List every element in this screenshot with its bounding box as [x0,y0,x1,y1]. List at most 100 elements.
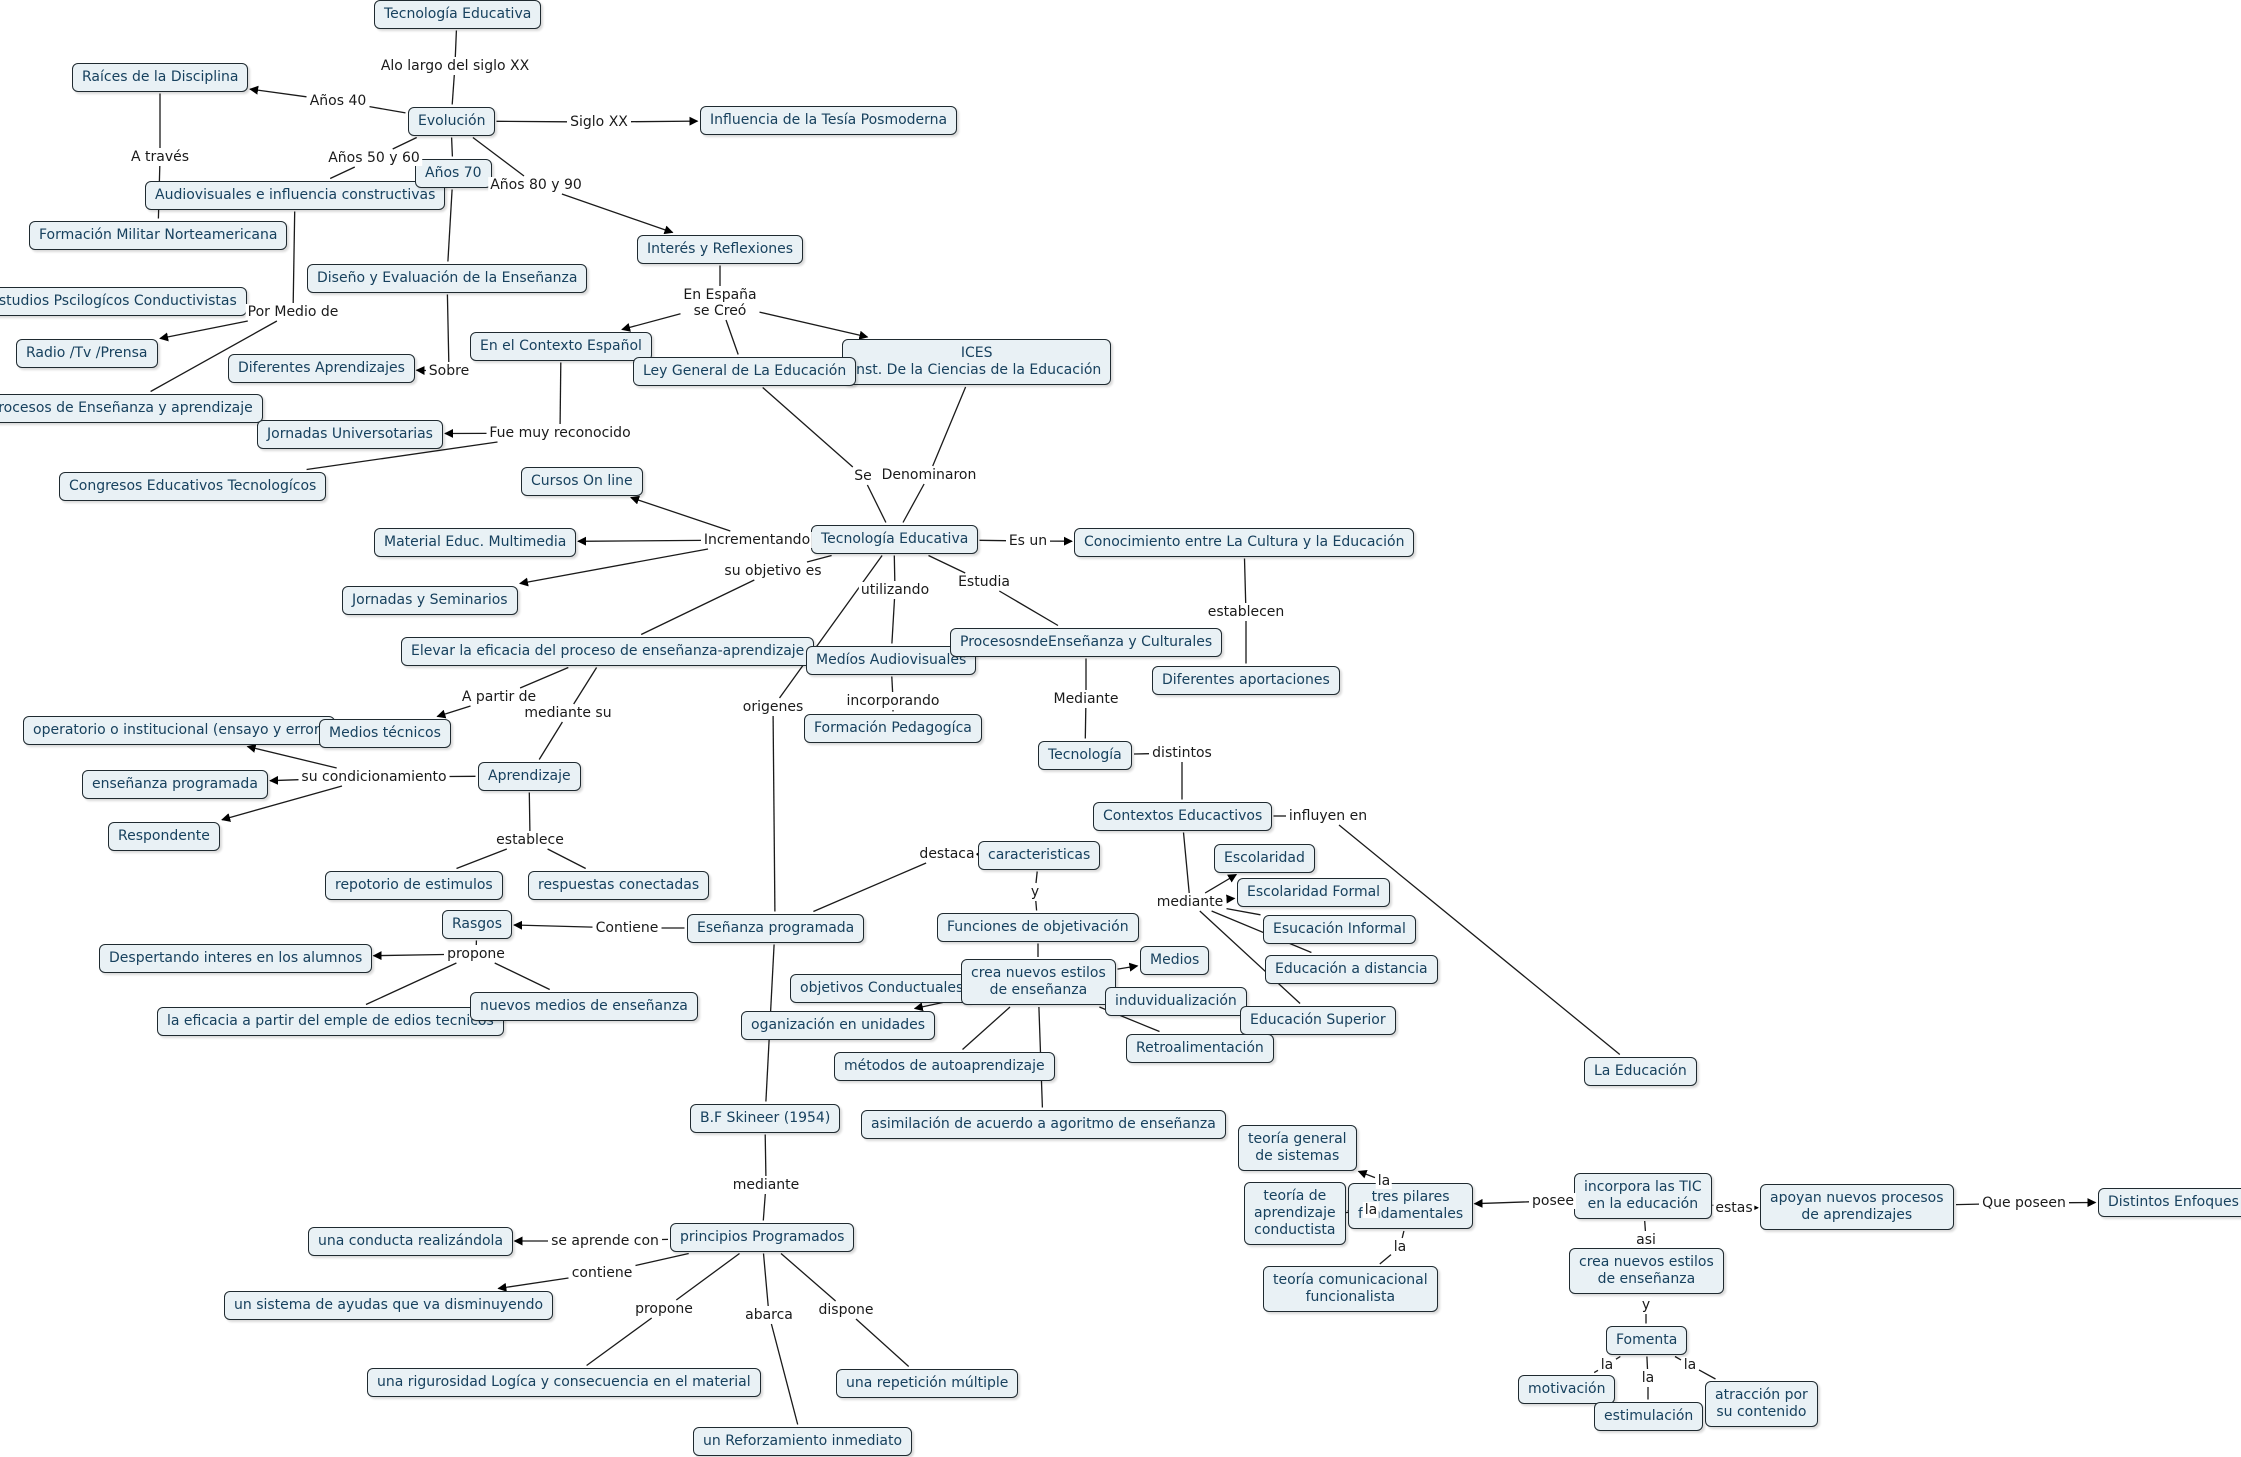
concept-node-metodos[interactable]: métodos de autoaprendizaje [834,1052,1055,1081]
concept-node-ens-prog-small[interactable]: enseñanza programada [82,770,268,799]
connector-line [675,1252,740,1301]
concept-node-te-center[interactable]: Tecnología Educativa [811,525,979,554]
concept-node-despertando[interactable]: Despertando interes en los alumnos [99,944,373,973]
concept-node-text: de enseñanza [1597,1271,1696,1287]
concept-node-motivacion[interactable]: motivación [1518,1375,1616,1404]
link-label-mediante3: mediante [730,1177,802,1193]
concept-node-text: de enseñanza [989,982,1088,998]
concept-node-respuestas[interactable]: respuestas conectadas [528,871,710,900]
connector-line [1644,1220,1647,1232]
concept-node-ens-prog[interactable]: Eseñanza programada [687,914,865,943]
concept-node-anos70[interactable]: Años 70 [415,159,492,188]
connector-line [902,483,925,523]
concept-node-diseno[interactable]: Diseño y Evaluación de la Enseñanza [307,264,588,293]
concept-node-contexto-esp[interactable]: En el Contexto Español [470,332,652,361]
concept-node-estudios-psic[interactable]: Estudios Pscilogícos Conductivistas [0,287,247,316]
concept-node-edu-distancia[interactable]: Educación a distancia [1265,955,1438,984]
concept-node-edu-superior[interactable]: Educación Superior [1240,1006,1396,1035]
concept-node-reforzamiento[interactable]: un Reforzamiento inmediato [693,1427,913,1456]
concept-node-jornadas-univ[interactable]: Jornadas Universotarias [257,420,443,449]
concept-node-text: Tecnología Educativa [384,6,532,22]
connector-line [764,1134,767,1177]
concept-node-indiv[interactable]: induvidualización [1105,987,1247,1016]
concept-node-repeticion[interactable]: una repetición múltiple [836,1369,1019,1398]
concept-node-medios[interactable]: Medios [1140,946,1210,975]
concept-node-jornadas-sem[interactable]: Jornadas y Seminarios [342,586,518,615]
concept-node-contextos[interactable]: Contextos Educactivos [1093,802,1273,831]
concept-node-medios-tec[interactable]: Medios técnicos [319,719,451,748]
concept-node-text: teoría comunicacional [1273,1272,1428,1288]
connector-line [1593,1369,1599,1374]
concept-node-interes[interactable]: Interés y Reflexiones [637,235,804,264]
concept-node-procesos-ens[interactable]: Procesos de Enseñanza y aprendizaje [0,394,263,423]
concept-node-ley-general[interactable]: Ley General de La Educación [633,357,857,386]
concept-node-tecnologia[interactable]: Tecnología [1038,741,1132,770]
connector-line [329,166,356,180]
link-label-estas: estas [1713,1200,1755,1216]
concept-node-congresos[interactable]: Congresos Educativos Tecnologícos [59,472,327,501]
concept-node-asimilacion[interactable]: asimilación de acuerdo a agoritmo de ens… [861,1110,1226,1139]
connector-line [806,554,832,563]
concept-node-text: Audiovisuales e influencia constructivas [155,187,436,203]
concept-node-cursos[interactable]: Cursos On line [521,467,643,496]
concept-node-nuevos-medios[interactable]: nuevos medios de enseñanza [470,992,698,1021]
concept-node-rigurosidad[interactable]: una rigurosidad Logíca y consecuencia en… [367,1368,761,1397]
concept-node-medios-av[interactable]: Medíos Audiovisuales [806,646,977,675]
concept-node-retroal[interactable]: Retroalimentación [1126,1034,1274,1063]
concept-node-dif-aport[interactable]: Diferentes aportaciones [1152,666,1340,695]
concept-node-text: Influencia de la Tesía Posmoderna [710,112,948,128]
concept-node-sistema-ayudas[interactable]: un sistema de ayudas que va disminuyendo [224,1291,554,1320]
concept-node-evolucion[interactable]: Evolución [408,107,496,136]
concept-node-procesos-cult[interactable]: ProcesosndeEnseñanza y Culturales [950,628,1223,657]
concept-node-te-top[interactable]: Tecnología Educativa [374,0,542,29]
concept-node-respondente[interactable]: Respondente [108,822,220,851]
concept-node-fomenta[interactable]: Fomenta [1606,1326,1688,1355]
concept-node-escolaridad[interactable]: Escolaridad [1214,844,1315,873]
connector-line [472,136,525,177]
concept-node-formacion-militar[interactable]: Formación Militar Norteamericana [29,221,288,250]
concept-node-text: Tecnología Educativa [821,531,969,547]
concept-node-material[interactable]: Material Educ. Multimedia [374,528,577,557]
concept-node-aprendizaje[interactable]: Aprendizaje [478,762,581,791]
concept-node-text: de sistemas [1255,1148,1340,1164]
concept-node-la-educacion[interactable]: La Educación [1584,1057,1697,1086]
concept-node-distintos-enf[interactable]: Distintos Enfoques [2098,1188,2241,1217]
concept-node-caracteristicas[interactable]: caracteristicas [978,841,1101,870]
concept-node-raices[interactable]: Raíces de la Disciplina [72,63,249,92]
concept-node-skinner[interactable]: B.F Skineer (1954) [690,1104,841,1133]
concept-node-estimulacion[interactable]: estimulación [1594,1402,1704,1431]
concept-node-principios[interactable]: principios Programados [670,1223,855,1252]
concept-node-esc-formal[interactable]: Escolaridad Formal [1237,878,1391,907]
concept-node-influencia[interactable]: Influencia de la Tesía Posmoderna [700,106,958,135]
concept-node-eficacia-emple[interactable]: la eficacia a partir del emple de edios … [157,1007,504,1036]
concept-node-radio[interactable]: Radio /Tv /Prensa [16,339,158,368]
concept-node-repotorio[interactable]: repotorio de estimulos [325,871,503,900]
connector-line [891,598,896,644]
concept-node-obj-cond[interactable]: objetivos Conductuales [790,974,974,1003]
concept-node-elevar[interactable]: Elevar la eficacia del proceso de enseña… [401,637,815,666]
concept-node-funciones[interactable]: Funciones de objetivación [937,913,1139,942]
concept-node-formacion-ped[interactable]: Formación Pedagogíca [804,714,982,743]
concept-node-organizacion[interactable]: oganización en unidades [741,1011,936,1040]
link-label-posee: posee [1530,1193,1576,1209]
concept-node-conducta[interactable]: una conducta realizándola [308,1227,514,1256]
concept-node-esc-informal[interactable]: Esucación Informal [1263,915,1416,944]
concept-node-operatorio[interactable]: operatorio o institucional (ensayo y err… [23,716,336,745]
concept-node-dif-aprend[interactable]: Diferentes Aprendizajes [228,354,415,383]
concept-node-text: motivación [1528,1381,1606,1397]
link-label-queposeen: Que poseen [1980,1195,2068,1211]
concept-node-text: conductista [1254,1222,1336,1238]
concept-node-rasgos[interactable]: Rasgos [442,910,513,939]
concept-node-conocimiento[interactable]: Conocimiento entre La Cultura y la Educa… [1074,528,1415,557]
concept-node-audiovis[interactable]: Audiovisuales e influencia constructivas [145,181,446,210]
